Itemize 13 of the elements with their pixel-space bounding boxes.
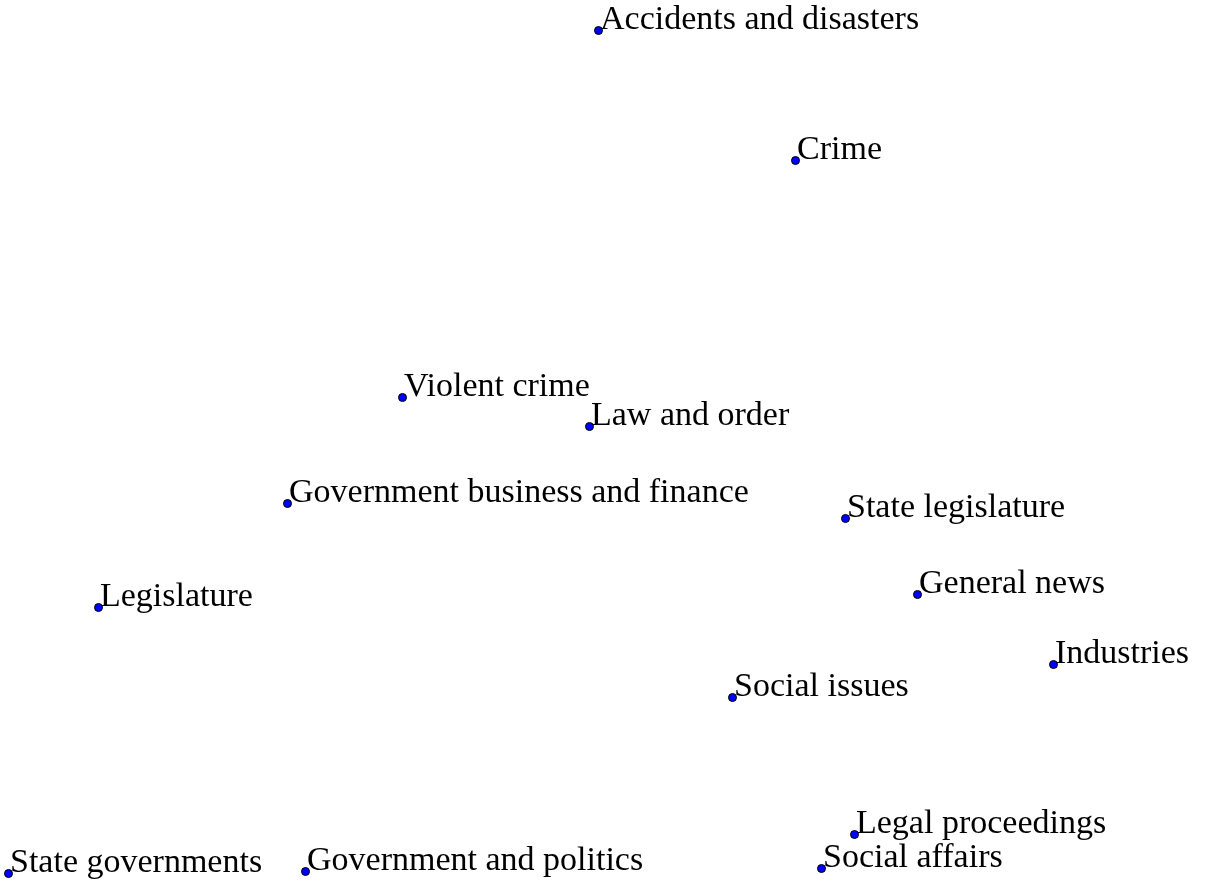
point-label: Accidents and disasters — [600, 0, 920, 36]
point-label: Violent crime — [404, 367, 590, 403]
point-label: Legislature — [100, 577, 253, 613]
point-label: State legislature — [847, 488, 1066, 524]
point-label: Legal proceedings — [856, 804, 1107, 840]
point-label: Crime — [797, 130, 882, 166]
point-label: Social issues — [734, 667, 909, 703]
point-label: Government business and finance — [289, 473, 749, 509]
point-label: Government and politics — [307, 841, 644, 877]
point-label: Law and order — [591, 396, 790, 432]
point-label: State governments — [10, 843, 263, 879]
point-label: General news — [919, 564, 1105, 600]
point-label: Industries — [1055, 634, 1190, 670]
